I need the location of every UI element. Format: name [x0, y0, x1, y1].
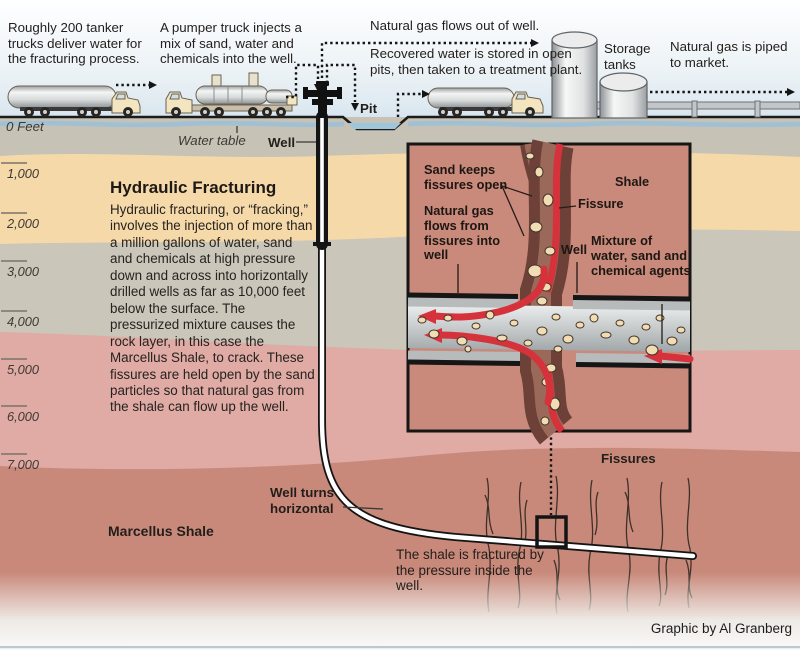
pit-label: Pit — [360, 101, 377, 116]
well-path — [313, 111, 697, 560]
zoom-highlight-square — [535, 515, 568, 549]
water-table-label: Water table — [178, 133, 246, 148]
fractured-note: The shale is fractured by the pressure i… — [396, 547, 544, 594]
inset-gas-flow-label: Natural gas flows from fissures into wel… — [424, 203, 501, 263]
credit-line: Graphic by Al Granberg — [650, 621, 792, 636]
page-title: Hydraulic Fracturing — [110, 178, 277, 197]
marcellus-label: Marcellus Shale — [108, 523, 214, 539]
depth-4000: 4,000 — [7, 314, 40, 329]
piped-note: Natural gas is piped to market. — [670, 39, 788, 70]
inset-well-label: Well — [561, 242, 588, 257]
depth-1000: 1,000 — [7, 166, 40, 181]
zero-feet-label: 0 Feet — [6, 119, 44, 134]
recovered-note: Recovered water is stored in open pits, … — [370, 46, 583, 77]
flow-arrowheads — [149, 39, 795, 111]
inset-shale-label: Shale — [615, 174, 650, 189]
intro-paragraph: Hydraulic fracturing, or “fracking,” inv… — [110, 202, 315, 415]
flow-paths — [116, 41, 787, 117]
well-turns-label: Well turns horizontal — [270, 485, 335, 516]
wellhead-icon — [303, 81, 342, 118]
inset-fissure-label: Fissure — [578, 196, 624, 211]
leader-lines — [236, 126, 384, 510]
inset-sand-label: Sand keeps fissures open — [424, 162, 508, 192]
depth-7000: 7,000 — [7, 457, 40, 472]
storage-tanks-label: Storage tanks — [604, 41, 651, 72]
fissures-label: Fissures — [601, 451, 656, 466]
depth-2000: 2,000 — [7, 216, 40, 231]
tanker-note: Roughly 200 tanker trucks deliver water … — [8, 20, 142, 67]
storage-tanks-icon — [551, 31, 648, 119]
bottom-fade — [0, 572, 800, 650]
recovered-water-truck-icon — [427, 87, 544, 117]
inset-detail — [406, 139, 694, 445]
gas-out-note: Natural gas flows out of well. — [370, 18, 540, 33]
depth-ticks — [1, 162, 27, 455]
water-table-stream — [0, 120, 800, 128]
depth-5000: 5,000 — [7, 362, 40, 377]
tanker-truck-icon — [7, 85, 141, 117]
pumper-truck-icon — [165, 72, 298, 117]
pumper-note: A pumper truck injects a mix of sand, wa… — [160, 20, 302, 67]
depth-3000: 3,000 — [7, 264, 40, 279]
inset-mixture-label: Mixture of water, sand and chemical agen… — [591, 233, 691, 278]
depth-6000: 6,000 — [7, 409, 40, 424]
pit-water — [348, 123, 401, 129]
sky — [0, 0, 800, 118]
well-surface-label: Well — [268, 135, 296, 150]
bottom-rule — [0, 646, 800, 649]
